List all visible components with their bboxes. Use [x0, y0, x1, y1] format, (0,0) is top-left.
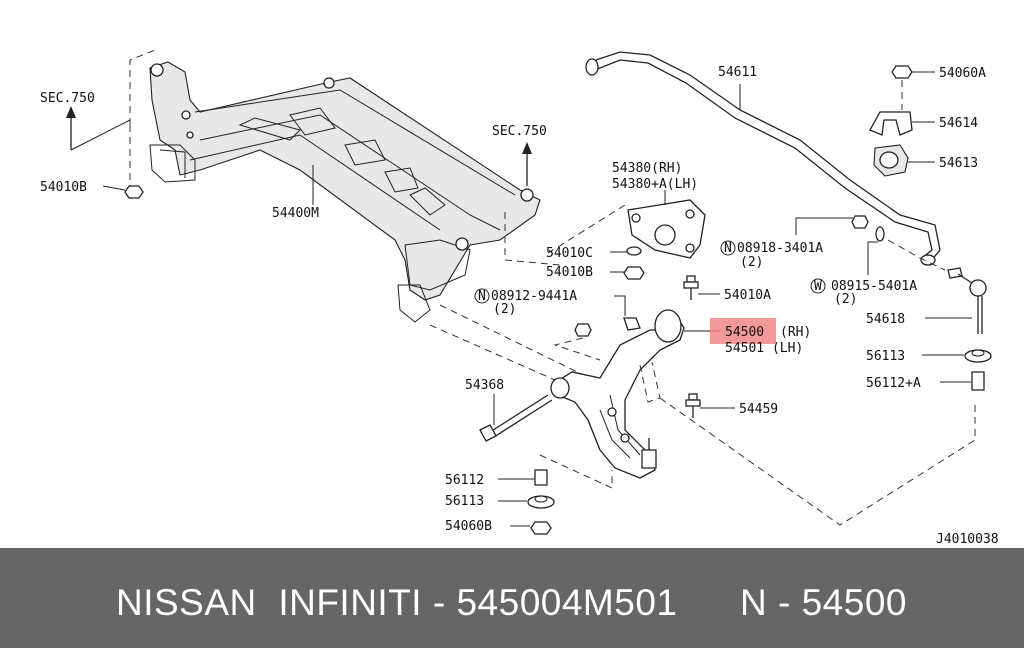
label-56113-right: 56113 [866, 349, 905, 364]
diagram-canvas: SEC.750 SEC.750 54010B 54400M 54380(RH) … [40, 49, 999, 547]
label-54611: 54611 [718, 65, 757, 80]
label-56112-lower: 56112 [445, 473, 484, 488]
sec-label-mid: SEC.750 [492, 124, 547, 139]
label-54368: 54368 [465, 378, 504, 393]
nut-54010B-mid: 54010B [546, 265, 645, 280]
label-54500: 54500 [725, 325, 764, 340]
callout-08912: N 08912-9441A (2) [474, 288, 626, 317]
subframe-drawing [149, 61, 541, 323]
stabilizer-link-54618: 54618 [866, 267, 987, 334]
circle-letter-w1: W [814, 279, 822, 294]
sec-label-left: SEC.750 [40, 91, 95, 106]
nut-08912 [574, 323, 592, 337]
label-54459: 54459 [739, 402, 778, 417]
label-54060A: 54060A [939, 66, 986, 81]
label-08918-qty: (2) [740, 255, 763, 270]
label-08912-qty: (2) [493, 302, 516, 317]
banner-part-number: NISSAN INFINITI - 545004M501 [116, 582, 678, 623]
label-56112A: 56112+A [866, 376, 921, 391]
nut-54060B: 54060B [445, 519, 552, 535]
clamp-54614: 54614 [869, 111, 978, 136]
bushing-56112A: 56112+A [866, 371, 985, 391]
bushing-56112-lower: 56112 [445, 469, 548, 488]
label-54380-rh: 54380(RH) [612, 161, 682, 176]
label-08915-qty: (2) [834, 292, 857, 307]
washer-54010C: 54010C [546, 246, 642, 261]
washer-56113-lower: 56113 [445, 494, 555, 509]
washer-56113-right: 56113 [866, 349, 992, 364]
nut-54060A: 54060A [891, 65, 986, 110]
part-banner: NISSAN INFINITI - 545004M501 N - 54500 [0, 548, 1024, 648]
bolt-54368: 54368 [465, 378, 553, 442]
label-54010C: 54010C [546, 246, 593, 261]
label-56113-lower: 56113 [445, 494, 484, 509]
label-54613: 54613 [939, 156, 978, 171]
callout-08915: W 08915-5401A (2) [810, 226, 917, 307]
section-arrow-left: SEC.750 [40, 91, 131, 151]
label-54618: 54618 [866, 312, 905, 327]
callout-08918: N 08918-3401A (2) [720, 215, 869, 270]
label-54400M: 54400M [272, 206, 319, 221]
label-08912: 08912-9441A [491, 289, 577, 304]
bolt-54459: 54459 [685, 393, 778, 418]
lower-arm-54500 [550, 309, 720, 479]
label-54010B-left: 54010B [40, 180, 87, 195]
stabilizer-bar-54611: 54611 [585, 51, 941, 266]
highlight-54500 [710, 318, 776, 344]
label-54010B-mid: 54010B [546, 265, 593, 280]
parts-diagram: SEC.750 SEC.750 54010B 54400M 54380(RH) … [40, 49, 999, 547]
nut-54010B-left: 54010B [40, 180, 144, 199]
label-54060B: 54060B [445, 519, 492, 534]
label-54010A: 54010A [724, 288, 771, 303]
circle-letter-n1: N [478, 289, 486, 304]
label-08918: 08918-3401A [737, 241, 823, 256]
circle-letter-n2: N [724, 241, 732, 256]
diagram-code: J4010038 [936, 532, 999, 547]
bolt-54010A: 54010A [683, 275, 771, 303]
label-54500-rh: (RH) [780, 325, 811, 340]
label-54614: 54614 [939, 116, 978, 131]
section-arrow-mid: SEC.750 [492, 124, 547, 186]
label-54501: 54501 (LH) [725, 341, 803, 356]
label-08915: 08915-5401A [831, 279, 917, 294]
label-54380-lh: 54380+A(LH) [612, 177, 698, 192]
bracket-54380: 54380(RH) 54380+A(LH) [612, 161, 706, 259]
banner-reference: N - 54500 [740, 582, 907, 623]
bushing-54613: 54613 [873, 144, 978, 177]
